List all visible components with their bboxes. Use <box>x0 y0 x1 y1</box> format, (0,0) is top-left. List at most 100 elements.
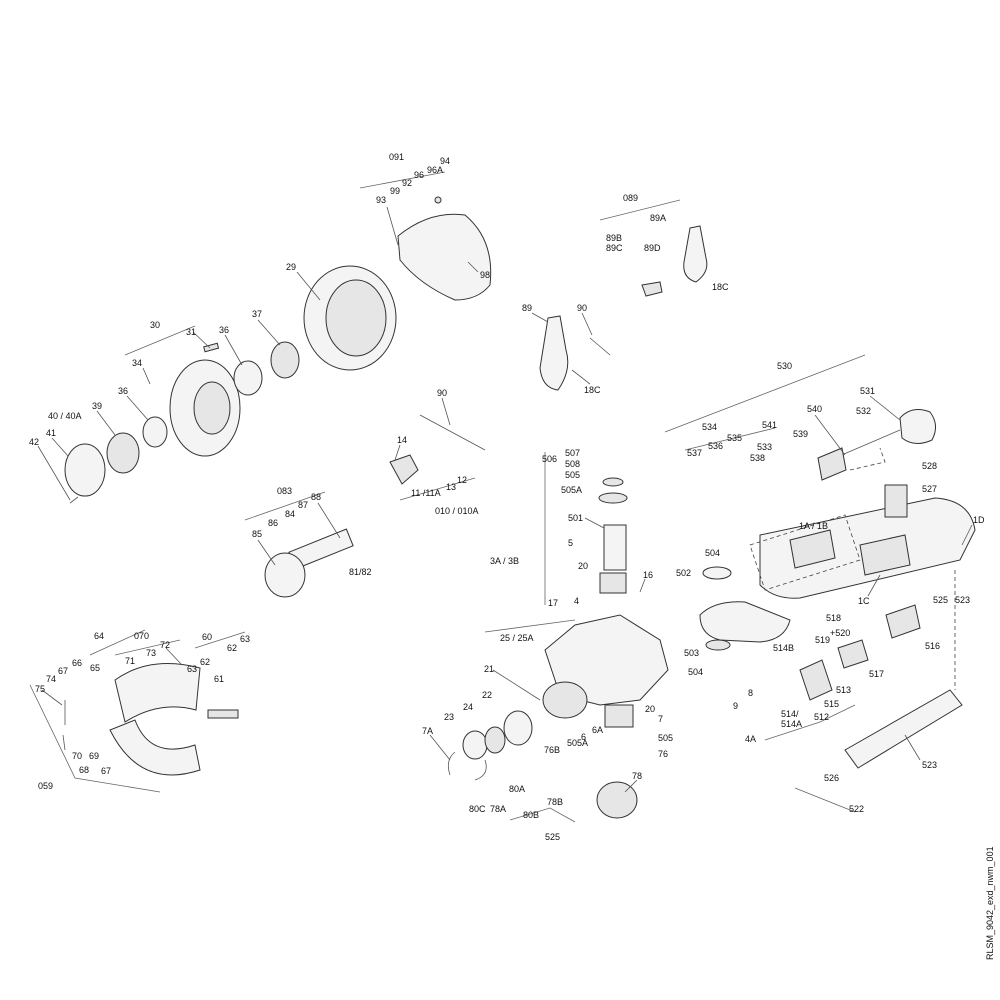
label-517: 517 <box>869 669 884 679</box>
label-89B: 89B <box>606 233 622 243</box>
label-532: 532 <box>856 406 871 416</box>
leader-34 <box>142 367 151 385</box>
label-25-25A: 25 / 25A <box>500 633 534 643</box>
label-80B: 78 <box>632 771 642 781</box>
label-13: 13 <box>446 482 456 492</box>
label-523-top: 523 <box>955 595 970 605</box>
label-22: 23 <box>444 712 454 722</box>
label-505A-top: 505A <box>561 485 582 495</box>
label-536: 536 <box>708 441 723 451</box>
label-65: 65 <box>90 663 100 673</box>
label-539: 539 <box>793 429 808 439</box>
leader-526 <box>904 734 921 761</box>
clevis-89b <box>641 281 663 297</box>
label-526: 523 <box>922 760 937 770</box>
label-501: 501 <box>568 513 583 523</box>
nut-22 <box>462 730 488 760</box>
label-7: 6 <box>581 732 586 742</box>
leader-90-mid <box>441 397 451 426</box>
leader-41 <box>51 437 69 457</box>
label-527: 527 <box>922 484 937 494</box>
label-34: 34 <box>132 358 142 368</box>
label-86: 86 <box>268 518 278 528</box>
leader-18C <box>571 369 591 385</box>
label-525-top: 525 <box>933 595 948 605</box>
bracket-530 <box>664 354 866 433</box>
label-9: 9 <box>733 701 738 711</box>
label-63a: 63 <box>240 634 250 644</box>
bracket-30 <box>124 325 196 356</box>
label-68: 68 <box>79 765 89 775</box>
label-515: 515 <box>824 699 839 709</box>
label-3A-3B: 3A / 3B <box>490 556 519 566</box>
cap-505a <box>598 492 628 504</box>
slack-adjuster-assembly <box>683 225 708 283</box>
leader-1C <box>867 574 881 597</box>
label-1A-1B: 1A / 1B <box>799 521 828 531</box>
seal-80b <box>596 781 638 819</box>
label-514-514A-2: 514A <box>781 719 802 729</box>
label-059: 059 <box>38 781 53 791</box>
label-513: 513 <box>836 685 851 695</box>
label-538: 538 <box>750 453 765 463</box>
leader-80B <box>624 779 638 793</box>
label-083: 083 <box>277 486 292 496</box>
spring-74 <box>62 734 66 751</box>
label-18C-top: 18C <box>712 282 729 292</box>
return-spring <box>419 414 486 451</box>
label-18C: 18C <box>584 385 601 395</box>
label-61: 61 <box>214 674 224 684</box>
leader-16 <box>639 578 646 593</box>
bushing-20-top <box>599 572 627 594</box>
label-502: 502 <box>676 568 691 578</box>
label-506: 506 <box>542 454 557 464</box>
brake-drum-inner <box>325 279 387 357</box>
shock-absorber <box>844 689 963 769</box>
label-29: 29 <box>286 262 296 272</box>
label-8: 8 <box>748 688 753 698</box>
leader-4A <box>492 669 541 701</box>
label-89: 89 <box>522 303 532 313</box>
bracket-070 <box>114 639 181 656</box>
drawing-code: RLSM_9042_exd_nwm_001 <box>985 846 995 960</box>
label-070: 070 <box>134 631 149 641</box>
seal-37 <box>270 341 300 379</box>
label-1D: 1D <box>973 515 985 525</box>
label-74: 74 <box>46 674 56 684</box>
label-519: 519 <box>815 635 830 645</box>
spindle <box>542 681 588 719</box>
label-4: 4 <box>574 596 579 606</box>
leader-90-top <box>581 312 593 336</box>
label-89C: 89C <box>606 243 623 253</box>
label-20-bot: 7 <box>658 714 663 724</box>
leader-24 <box>429 734 451 761</box>
label-514B: 514B <box>773 643 794 653</box>
bracket-091 <box>359 171 446 189</box>
bracket-534 <box>684 427 776 451</box>
spring-90-top <box>589 337 611 356</box>
label-528: 528 <box>922 461 937 471</box>
label-21: 22 <box>482 690 492 700</box>
shoe-roller <box>207 709 239 719</box>
label-12: 12 <box>457 475 467 485</box>
label-20-top: 20 <box>578 561 588 571</box>
label-78A: 78B <box>547 797 563 807</box>
bracket-059 <box>29 684 161 793</box>
leader-31 <box>192 331 211 349</box>
hub-center <box>193 381 231 435</box>
leader-98 <box>467 261 479 273</box>
label-76B: 80A <box>509 784 525 794</box>
leader-85 <box>257 539 276 566</box>
brake-shoe-lower <box>109 719 201 776</box>
label-88: 88 <box>311 492 321 502</box>
label-531: 531 <box>860 386 875 396</box>
bracket-25 <box>484 619 576 633</box>
bracket-527 <box>884 484 908 518</box>
leader-37 <box>257 319 281 346</box>
label-78: 525 <box>545 832 560 842</box>
label-503: 503 <box>684 648 699 658</box>
label-541: 541 <box>762 420 777 430</box>
label-42: 42 <box>29 437 39 447</box>
label-73: 73 <box>146 648 156 658</box>
ring-23 <box>484 726 506 754</box>
